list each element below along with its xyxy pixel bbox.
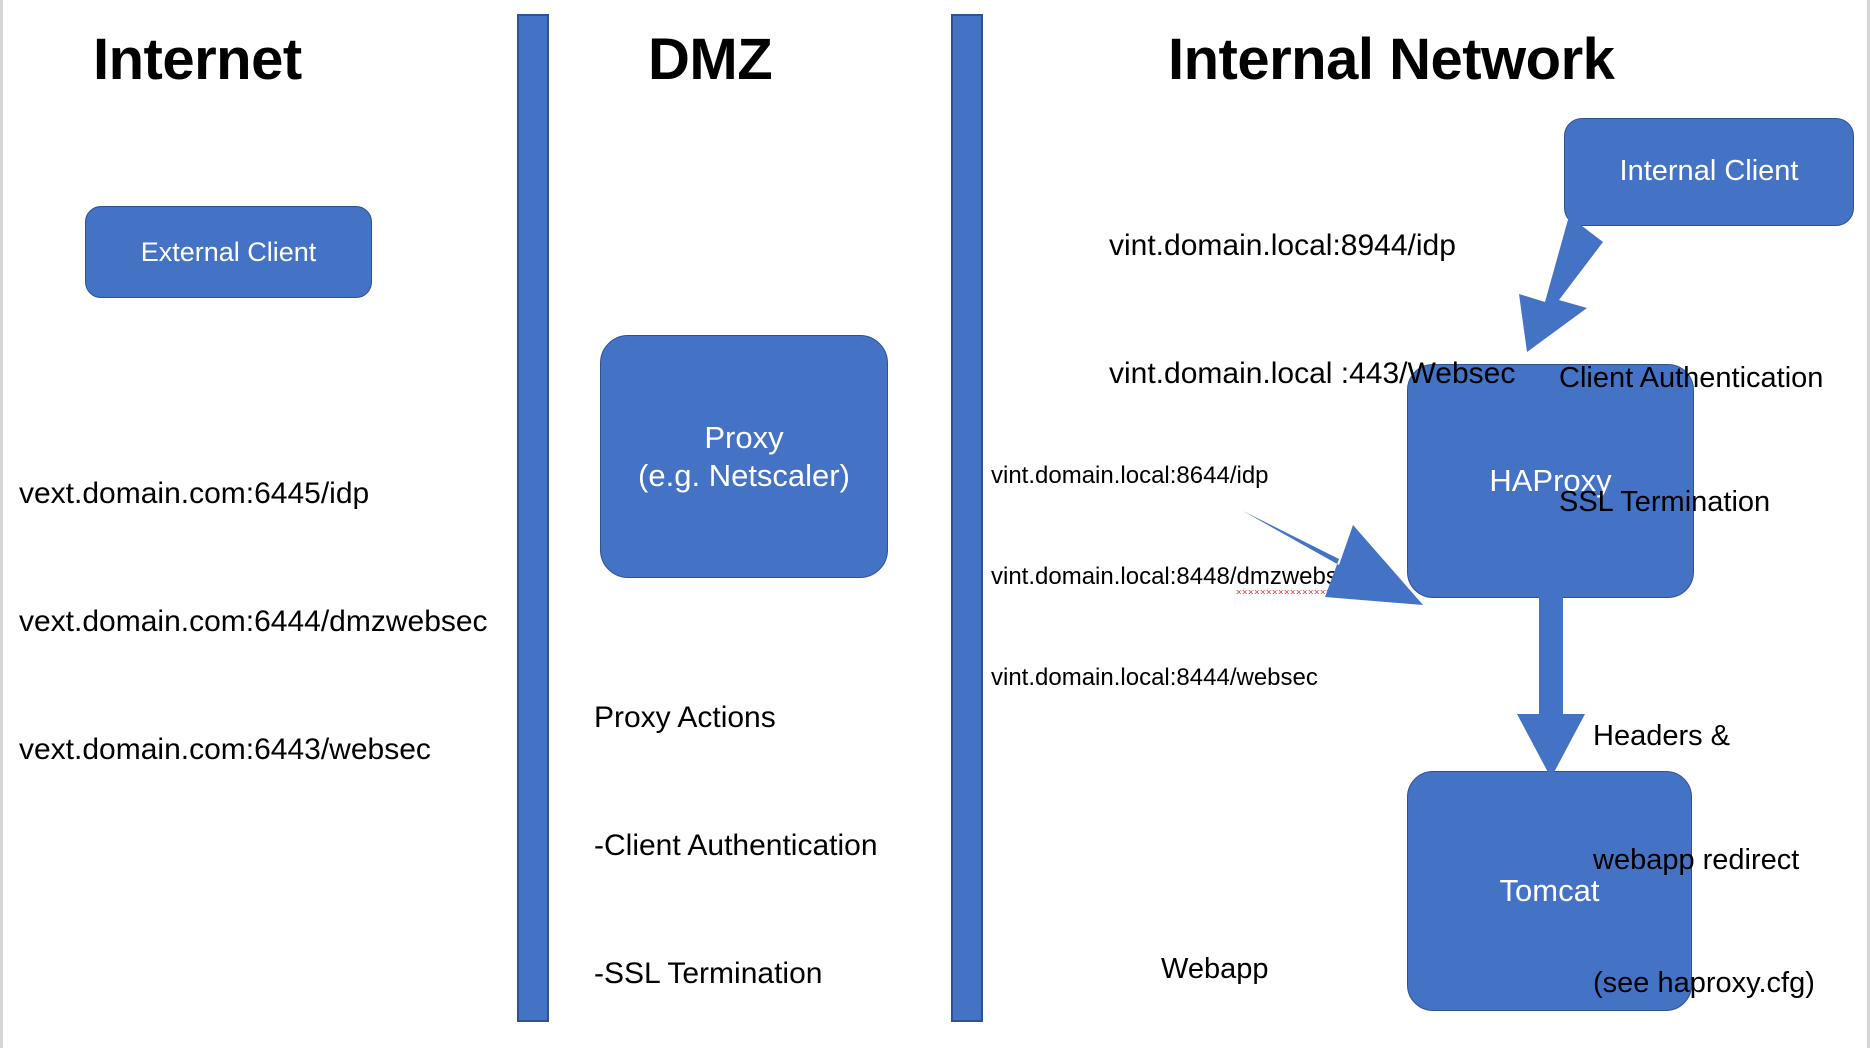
proxy-actions-item-1: -Client Authentication bbox=[594, 828, 878, 862]
external-endpoint-1: vext.domain.com:6445/idp bbox=[19, 477, 370, 511]
annotation-headers-line1: Headers & bbox=[1593, 720, 1731, 753]
annotation-webapp-line1: Webapp bbox=[1161, 953, 1269, 986]
annotation-headers-webapp-redirect: Headers & webapp redirect (see haproxy.c… bbox=[1593, 634, 1815, 1048]
arrow-internal-client-to-haproxy bbox=[1519, 216, 1603, 352]
node-internal-client[interactable]: Internal Client bbox=[1564, 118, 1854, 226]
proxy-actions-block: Proxy Actions -Client Authentication -SS… bbox=[594, 612, 908, 1048]
haproxy-backend-endpoint-3: vint.domain.local:8444/websec bbox=[991, 663, 1318, 691]
node-internal-client-label: Internal Client bbox=[1619, 155, 1799, 188]
annotation-client-auth-line1: Client Authentication bbox=[1559, 362, 1824, 395]
internal-client-endpoint-1: vint.domain.local:8944/idp bbox=[1109, 229, 1456, 263]
node-proxy[interactable]: Proxy (e.g. Netscaler) bbox=[600, 335, 888, 578]
node-proxy-label-line1: Proxy bbox=[704, 419, 784, 455]
node-external-client[interactable]: External Client bbox=[85, 206, 372, 298]
annotation-webapp-configuration: Webapp configuration (See server.xml) bbox=[1161, 867, 1372, 1048]
proxy-actions-item-2: -SSL Termination bbox=[594, 956, 823, 990]
node-proxy-label-line2: (e.g. Netscaler) bbox=[638, 457, 850, 493]
arrow-haproxy-to-tomcat bbox=[1517, 596, 1585, 778]
annotation-headers-line3: (see haproxy.cfg) bbox=[1593, 967, 1815, 1000]
node-tomcat-label: Tomcat bbox=[1499, 873, 1600, 909]
arrow-to-haproxy-inbound bbox=[1243, 511, 1423, 605]
zone-title-internal-network: Internal Network bbox=[1168, 27, 1615, 92]
zone-divider-internet-dmz bbox=[517, 14, 549, 1022]
haproxy-backend-endpoint-2-prefix: vint.domain.local:8448/ bbox=[991, 562, 1237, 590]
node-haproxy[interactable]: HAProxy bbox=[1407, 364, 1694, 598]
annotation-client-auth-line2: SSL Termination bbox=[1559, 485, 1771, 518]
internal-client-endpoint-list: vint.domain.local:8944/idp vint.domain.l… bbox=[1109, 140, 1515, 481]
proxy-actions-heading: Proxy Actions bbox=[594, 701, 776, 735]
external-endpoint-2: vext.domain.com:6444/dmzwebsec bbox=[19, 604, 488, 638]
annotation-client-auth-ssl: Client Authentication SSL Termination bbox=[1559, 276, 1823, 605]
node-haproxy-label: HAProxy bbox=[1489, 463, 1612, 499]
haproxy-backend-endpoint-1: vint.domain.local:8644/idp bbox=[991, 462, 1269, 490]
external-endpoint-3: vext.domain.com:6443/websec bbox=[19, 732, 431, 766]
node-tomcat[interactable]: Tomcat bbox=[1407, 771, 1692, 1011]
external-endpoint-list: vext.domain.com:6445/idp vext.domain.com… bbox=[19, 388, 488, 857]
annotation-headers-line2: webapp redirect bbox=[1593, 843, 1800, 876]
node-proxy-label: Proxy (e.g. Netscaler) bbox=[638, 419, 850, 495]
zone-divider-dmz-internal bbox=[951, 14, 983, 1022]
internal-client-endpoint-2: vint.domain.local :443/Websec bbox=[1109, 356, 1516, 390]
zone-title-dmz: DMZ bbox=[648, 27, 773, 92]
haproxy-backend-endpoint-list: vint.domain.local:8644/idp vint.domain.l… bbox=[991, 392, 1364, 762]
node-external-client-label: External Client bbox=[140, 236, 317, 267]
zone-title-internet: Internet bbox=[93, 27, 302, 92]
